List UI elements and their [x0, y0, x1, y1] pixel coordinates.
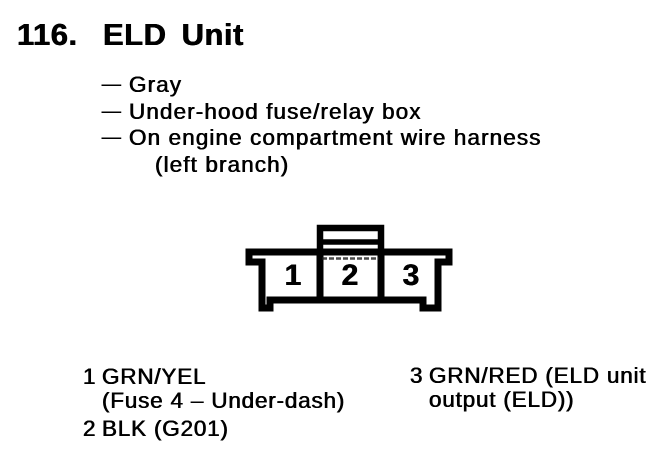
section-number: 116.: [17, 17, 78, 52]
connector-diagram: 1 2 3: [245, 224, 453, 312]
page-title: ELD Unit: [103, 17, 244, 52]
pin-1-detail: (Fuse 4 – Under-dash): [102, 387, 346, 413]
note-text: (left branch): [155, 151, 290, 177]
pin-3-number: 3: [410, 363, 424, 388]
note-text: On engine compartment wire harness: [129, 125, 542, 150]
dash-bullet: –: [102, 97, 123, 123]
pin-3-wire: GRN/RED (ELD unit: [429, 363, 647, 388]
pin-1-number: 1: [83, 364, 97, 389]
dash-bullet: –: [102, 71, 123, 96]
section-heading: 116. ELD Unit: [0, 19, 672, 59]
pin-2-wire: BLK (G201): [102, 416, 229, 441]
pin-3-detail: output (ELD)): [429, 386, 575, 412]
connector-notes: – Gray – Under-hood fuse/relay box – On …: [102, 71, 542, 179]
connector-body-outline: [245, 248, 453, 312]
pin-cavity-1-label: 1: [285, 259, 302, 292]
pin-1-wire: GRN/YEL: [102, 364, 207, 389]
note-location: – Under-hood fuse/relay box: [102, 97, 542, 126]
note-harness: – On engine compartment wire harness: [102, 124, 542, 152]
note-text: Under-hood fuse/relay box: [129, 98, 422, 124]
pin-cavity-3-label: 3: [403, 259, 420, 292]
dash-bullet: –: [102, 124, 123, 149]
note-harness-continuation: (left branch): [102, 152, 542, 179]
pin-cavity-2-label: 2: [342, 259, 359, 292]
note-text: Gray: [129, 72, 183, 97]
note-color: – Gray: [102, 71, 542, 99]
pin-2-number: 2: [83, 416, 97, 441]
